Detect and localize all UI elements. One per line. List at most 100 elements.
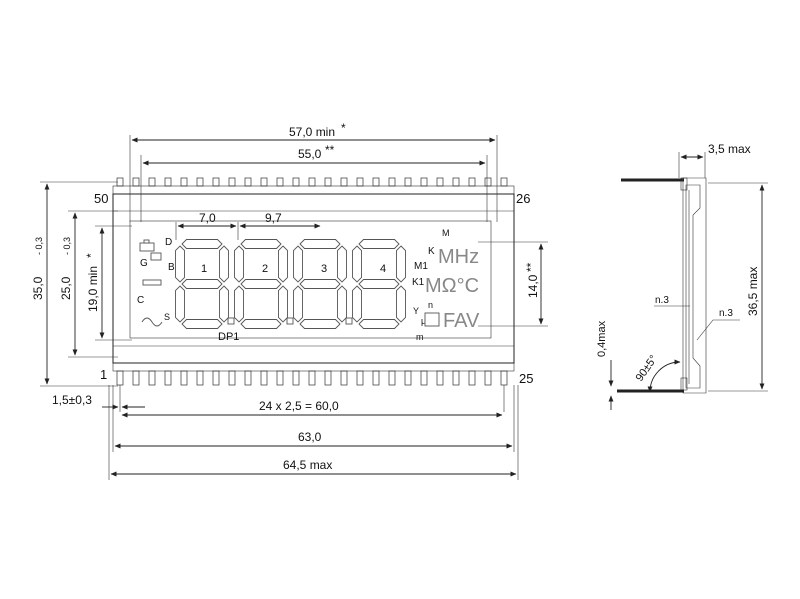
dim-55-star: ** xyxy=(325,143,335,157)
pin-bottom xyxy=(164,370,172,386)
dim-side-height: 36,5 max xyxy=(746,267,760,316)
pin-bottom xyxy=(324,370,332,386)
digit-index-1: 1 xyxy=(201,263,207,275)
digit-2-segment xyxy=(234,245,244,283)
annunciator-k1: K1 xyxy=(412,277,425,288)
digit-2-segment xyxy=(240,279,282,289)
annunciator-k: K xyxy=(428,246,435,257)
dim-side-thickness: 0,4max xyxy=(596,320,608,357)
annunciator-mhz: MHz xyxy=(438,246,479,268)
pin-bottom xyxy=(484,370,492,386)
pin-top xyxy=(452,177,460,187)
pin-bottom xyxy=(180,370,188,386)
annunciator-s: S xyxy=(164,312,170,322)
pin-bottom xyxy=(420,370,428,386)
dim-645-max: 64,5 max xyxy=(283,458,332,472)
pin-number-50: 50 xyxy=(94,191,108,206)
digit-index-4: 4 xyxy=(380,263,386,275)
digit-4-segment xyxy=(358,319,400,329)
digit-4-segment xyxy=(396,285,406,323)
pin-bottom xyxy=(468,370,476,386)
dim-57-star: * xyxy=(341,121,346,135)
dim-19-star: * xyxy=(84,253,98,258)
pin-bottom xyxy=(228,370,236,386)
pin-top xyxy=(164,177,172,187)
digit-3-segment xyxy=(299,319,341,329)
pin-top xyxy=(260,177,268,187)
pin-top xyxy=(228,177,236,187)
annunciator-ohm-c: MΩ°C xyxy=(425,275,479,297)
label-n3-right: n.3 xyxy=(719,308,733,319)
annunciator-box xyxy=(150,252,162,261)
digit-1-segment xyxy=(181,239,223,249)
annunciator-y: Y xyxy=(413,306,419,316)
viewing-area xyxy=(129,220,492,339)
side-body-outline xyxy=(682,177,707,394)
dim-97: 9,7 xyxy=(265,211,282,225)
dim-25-tol: - 0,3 xyxy=(62,237,72,255)
pin-bottom xyxy=(148,370,156,386)
pin-top xyxy=(196,177,204,187)
annunciator-m1: M1 xyxy=(414,261,428,272)
decimal-point-3 xyxy=(345,317,353,325)
pin-bottom xyxy=(404,370,412,386)
digit-4-segment xyxy=(396,245,406,283)
digit-3-segment xyxy=(299,239,341,249)
pin-bottom xyxy=(340,370,348,386)
side-glass xyxy=(685,184,701,389)
digit-2-segment xyxy=(240,319,282,329)
digit-3-segment xyxy=(299,279,341,289)
pin-top xyxy=(500,177,508,187)
leader-n3-right xyxy=(696,319,740,341)
label-n3-left: n.3 xyxy=(655,295,669,306)
side-view: 3,5 max 36,5 max n.3 n.3 0,4max 90±5° xyxy=(596,142,768,410)
annunciator-bar xyxy=(142,279,162,286)
digit-4-segment xyxy=(352,285,362,323)
dim-15: 1,5±0,3 xyxy=(52,393,92,407)
bottom-band xyxy=(112,362,515,372)
digit-index-3: 3 xyxy=(321,263,327,275)
annunciator-d: D xyxy=(165,237,172,248)
pin-row-top xyxy=(116,177,508,187)
pin-top xyxy=(388,177,396,187)
dim-14-star: ** xyxy=(524,262,538,272)
digit-3-segment xyxy=(337,285,347,323)
ac-wave-icon xyxy=(141,317,163,327)
digit-2-segment xyxy=(240,239,282,249)
pin-bottom xyxy=(260,370,268,386)
pin-bottom xyxy=(244,370,252,386)
pin-top xyxy=(484,177,492,187)
pin-row-bottom xyxy=(116,370,508,386)
annunciator-g: G xyxy=(140,258,148,269)
dim-side-width: 3,5 max xyxy=(708,142,751,156)
pin-top xyxy=(404,177,412,187)
digit-1-segment xyxy=(219,285,229,323)
dim-63: 63,0 xyxy=(298,430,322,444)
digit-1-segment xyxy=(175,285,185,323)
digit-group xyxy=(175,239,406,329)
dim-35: 35,0 xyxy=(31,276,45,300)
pin-bottom xyxy=(196,370,204,386)
pin-top xyxy=(292,177,300,187)
pin-top xyxy=(212,177,220,187)
pin-top xyxy=(324,177,332,187)
dim-35-tol: - 0,3 xyxy=(34,237,44,255)
digit-3-segment xyxy=(293,285,303,323)
pin-bottom xyxy=(356,370,364,386)
pin-bottom xyxy=(436,370,444,386)
pin-top xyxy=(340,177,348,187)
dim-70: 7,0 xyxy=(199,211,216,225)
pin-top xyxy=(372,177,380,187)
side-top-clip xyxy=(680,177,688,191)
dp-label: DP1 xyxy=(218,331,239,343)
pin-bottom xyxy=(132,370,140,386)
pin-top xyxy=(308,177,316,187)
dim-pin-pitch: 24 x 2,5 = 60,0 xyxy=(259,399,339,413)
digit-2-segment xyxy=(278,245,288,283)
pin-top xyxy=(180,177,188,187)
dim-25: 25,0 xyxy=(59,276,73,300)
top-band xyxy=(112,185,515,195)
annunciator-b: B xyxy=(168,262,175,273)
dim-55: 55,0 xyxy=(298,147,322,161)
